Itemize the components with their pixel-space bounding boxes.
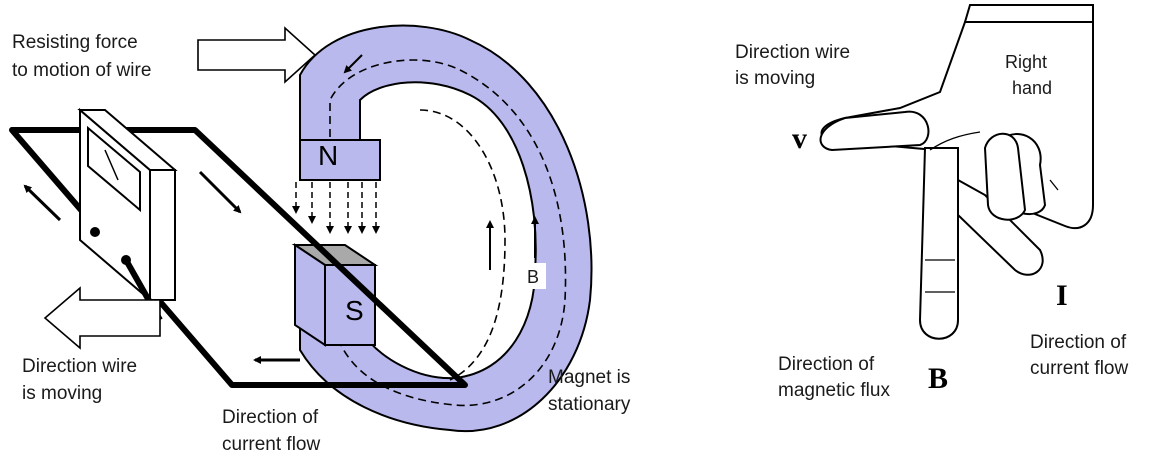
hand-label: Right hand [1005,52,1052,98]
curled-finger-2 [983,132,1027,221]
flux-path-dashed [329,59,567,407]
horseshoe-magnet [299,24,593,433]
magnetic-flux-label: Direction of magnetic flux [778,354,890,401]
field-label-box [522,263,546,289]
ring-finger [957,178,1044,276]
north-pole-face [299,139,381,181]
current-arrow-up [23,184,62,222]
current-flow-label-right: Direction of current flow [1030,332,1131,379]
current-flow-label-left: Direction of current flow [222,407,323,455]
current-symbol: I [1056,279,1068,312]
flux-arrow-top [343,54,363,74]
flux-path-inner [419,109,506,381]
wire-motion-arrow [43,286,161,350]
meter [77,107,178,322]
right-hand-drawing [819,4,1094,340]
meter-terminal-1 [90,227,100,237]
field-label: B [527,267,539,287]
field-lines [292,182,380,234]
current-arrow-down [198,170,242,214]
north-pole-label: N [318,140,338,171]
wire-moving-label-left: Direction wire is moving [22,356,142,404]
wrist [964,4,1094,23]
resisting-force-label: Resisting force to motion of wire [12,32,151,81]
south-pole-label: S [345,295,364,326]
flux-symbol: B [928,362,948,395]
magnet-note-label: Magnet is stationary [548,367,636,415]
middle-finger [918,147,959,340]
index-finger [819,110,930,152]
wire-moving-label-right: Direction wire is moving [735,42,855,89]
meter-needle [104,149,119,181]
resisting-force-arrow [197,26,317,84]
magnet-group: N S B [291,24,593,433]
velocity-symbol: v [792,122,807,155]
hand-crease-lines [925,131,1059,293]
